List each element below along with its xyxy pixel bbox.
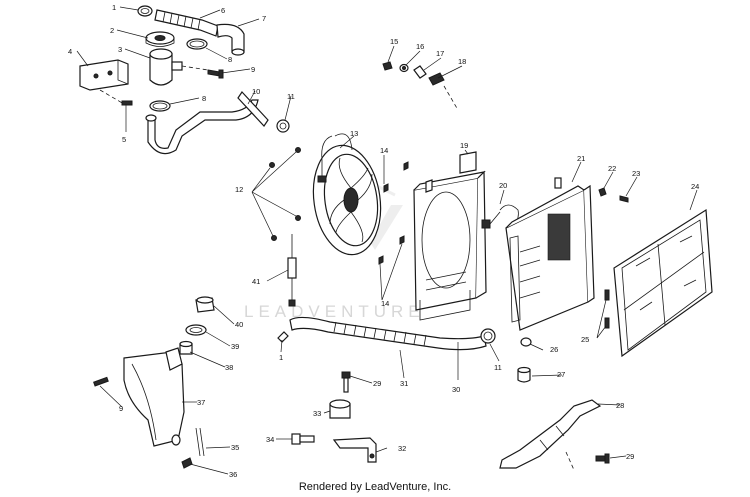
grommet-26[interactable] — [520, 337, 532, 347]
fan-mount-nuts-14[interactable] — [378, 161, 409, 265]
radiator-screen[interactable] — [613, 208, 713, 358]
callout-18: 18 — [458, 57, 466, 66]
callout-17: 17 — [436, 49, 444, 58]
callout-29-center: 29 — [373, 379, 381, 388]
bushing-33[interactable] — [329, 399, 351, 419]
callout-29-lower: 29 — [626, 452, 634, 461]
cooling-fan[interactable] — [307, 133, 388, 259]
clamp-36[interactable] — [181, 457, 193, 469]
callout-38: 38 — [225, 363, 233, 372]
hose-clamp-8-lower[interactable] — [149, 100, 171, 112]
callout-31: 31 — [400, 379, 408, 388]
callout-9-upper: 9 — [251, 65, 255, 74]
callout-22: 22 — [608, 164, 616, 173]
bolt-34[interactable] — [291, 433, 315, 445]
watermark-text: LEADVENTURE — [244, 302, 425, 321]
callout-30: 30 — [452, 385, 460, 394]
callout-23: 23 — [632, 169, 640, 178]
callout-20: 20 — [499, 181, 507, 190]
callout-16: 16 — [416, 42, 424, 51]
callout-19: 19 — [460, 141, 468, 150]
callout-9-lower: 9 — [119, 404, 123, 413]
screw-9-upper[interactable] — [207, 69, 224, 79]
neck-38[interactable] — [179, 340, 193, 355]
overflow-hose-41[interactable] — [287, 234, 297, 307]
washer-39[interactable] — [185, 324, 207, 336]
callout-4: 4 — [68, 47, 72, 56]
nut-22[interactable] — [598, 187, 607, 197]
callout-10: 10 — [252, 87, 260, 96]
callout-11-lower: 11 — [494, 363, 502, 372]
callout-14-upper: 14 — [380, 146, 388, 155]
isolator-27[interactable] — [517, 366, 531, 383]
upper-radiator-hose[interactable] — [145, 91, 269, 155]
callout-6: 6 — [221, 6, 225, 15]
screw-9-lower[interactable] — [93, 376, 109, 387]
callout-25: 25 — [581, 335, 589, 344]
callout-41: 41 — [252, 277, 260, 286]
hose-35[interactable] — [195, 427, 205, 457]
bracket-32[interactable] — [332, 437, 377, 463]
corrugated-hose[interactable] — [154, 9, 219, 37]
callout-37: 37 — [197, 398, 205, 407]
hose-clamp-1[interactable] — [137, 5, 153, 17]
callout-36: 36 — [229, 470, 237, 479]
callout-14-lower: 14 — [381, 299, 389, 308]
elbow-hose[interactable] — [216, 23, 245, 56]
callout-15: 15 — [390, 37, 398, 46]
bolt-29-lower[interactable] — [595, 453, 610, 464]
callout-8-lower: 8 — [202, 94, 206, 103]
fan-shroud[interactable] — [413, 151, 487, 321]
filler-neck-bracket[interactable] — [79, 59, 129, 91]
screw-23[interactable] — [619, 195, 629, 203]
screen-clips-25[interactable] — [604, 289, 610, 329]
lower-bracket[interactable] — [499, 399, 602, 471]
leader-lines — [76, 6, 698, 475]
callout-11-upper: 11 — [287, 92, 295, 101]
screw-5[interactable] — [99, 89, 133, 106]
reservoir-cap-40[interactable] — [195, 296, 215, 313]
callout-21: 21 — [577, 154, 585, 163]
callout-7: 7 — [262, 14, 266, 23]
callout-8-upper: 8 — [228, 55, 232, 64]
callout-40: 40 — [235, 320, 243, 329]
radiator[interactable] — [505, 177, 595, 331]
lower-radiator-hose[interactable] — [289, 316, 487, 351]
coolant-reservoir[interactable] — [123, 347, 185, 447]
callout-33: 33 — [313, 409, 321, 418]
callout-27: 27 — [557, 370, 565, 379]
callout-39: 39 — [231, 342, 239, 351]
callout-26: 26 — [550, 345, 558, 354]
callout-5: 5 — [122, 135, 126, 144]
hose-clamp-11-lower[interactable] — [480, 328, 496, 344]
callout-13: 13 — [350, 129, 358, 138]
callout-24: 24 — [691, 182, 699, 191]
rivets-12[interactable] — [251, 147, 301, 241]
callout-numbers: 1 2 3 4 5 6 7 8 8 9 10 11 12 13 14 14 15… — [68, 3, 699, 479]
callout-3: 3 — [118, 45, 122, 54]
fasteners-15-18[interactable] — [382, 61, 459, 111]
hose-clamp-8-upper[interactable] — [186, 38, 208, 50]
callout-2: 2 — [110, 26, 114, 35]
filler-neck[interactable] — [149, 48, 209, 86]
bolt-29-center[interactable] — [341, 371, 351, 393]
hose-clamp-1-lower[interactable] — [277, 331, 289, 343]
callout-32: 32 — [398, 444, 406, 453]
callout-35: 35 — [231, 443, 239, 452]
callout-12: 12 — [235, 185, 243, 194]
callout-28: 28 — [616, 401, 624, 410]
callout-34: 34 — [266, 435, 274, 444]
callout-1-lower: 1 — [279, 353, 283, 362]
callout-1: 1 — [112, 3, 116, 12]
radiator-cap[interactable] — [145, 31, 175, 47]
hose-clamp-11-upper[interactable] — [276, 119, 290, 133]
credit-footer: Rendered by LeadVenture, Inc. — [298, 481, 452, 493]
